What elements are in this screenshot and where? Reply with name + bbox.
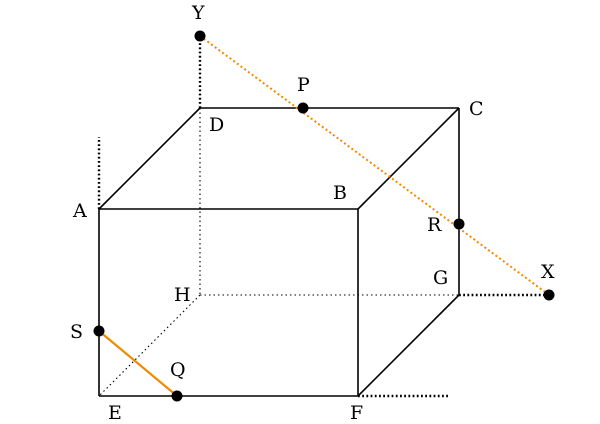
point-Y-dot bbox=[194, 30, 206, 42]
extension-lines bbox=[97, 36, 549, 398]
label-D: D bbox=[209, 114, 224, 136]
label-C: C bbox=[469, 98, 484, 120]
label-E: E bbox=[108, 402, 122, 424]
label-F: F bbox=[350, 402, 363, 424]
edge-CB bbox=[357, 107, 460, 210]
marked-points bbox=[93, 30, 555, 402]
hidden-edges bbox=[98, 108, 459, 397]
point-Q-dot bbox=[171, 390, 183, 402]
vertex-labels: A B C D E F G H bbox=[72, 98, 484, 424]
label-H: H bbox=[174, 284, 191, 306]
label-B: B bbox=[333, 182, 347, 204]
label-G: G bbox=[433, 267, 448, 289]
point-labels: Y P R X S Q bbox=[70, 2, 555, 381]
point-S-dot bbox=[93, 325, 105, 337]
edge-HE bbox=[98, 294, 201, 397]
point-R-dot bbox=[453, 218, 465, 230]
section-line-YPRX bbox=[199, 35, 550, 296]
label-X: X bbox=[541, 261, 555, 283]
edge-GF bbox=[357, 294, 460, 397]
label-Q: Q bbox=[170, 359, 186, 381]
section-segment-SQ bbox=[98, 330, 178, 397]
label-R: R bbox=[427, 214, 442, 236]
label-A: A bbox=[72, 200, 87, 222]
visible-edges bbox=[98, 107, 460, 397]
point-X-dot bbox=[543, 289, 555, 301]
edge-AD bbox=[98, 107, 201, 210]
label-Y: Y bbox=[191, 2, 205, 24]
point-P-dot bbox=[297, 102, 309, 114]
label-P: P bbox=[297, 74, 310, 96]
label-S: S bbox=[70, 321, 83, 343]
